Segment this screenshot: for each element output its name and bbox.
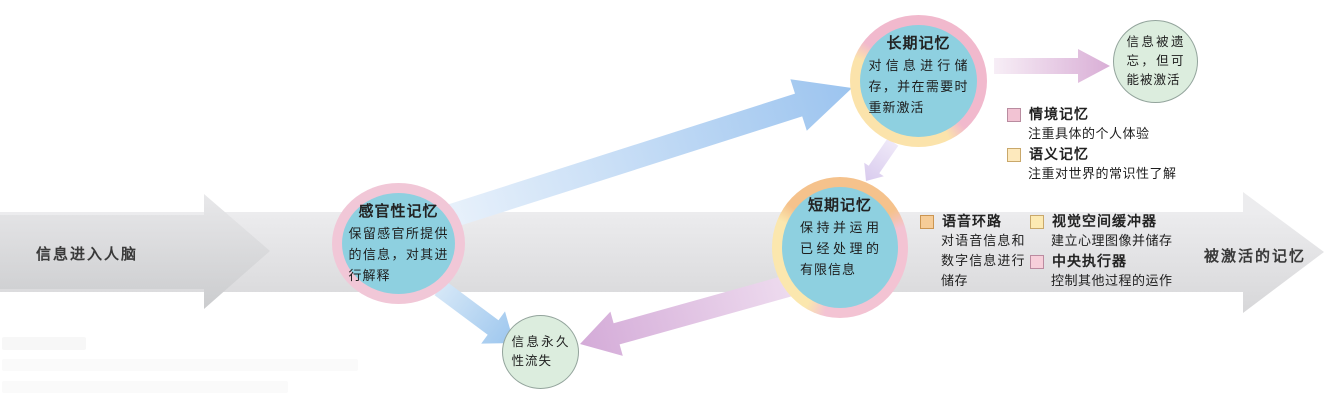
- decay-arrow: [434, 280, 514, 344]
- flow-band-arrow: [0, 192, 1324, 313]
- visuospatial-buffer-title: 视觉空间缓冲器: [1052, 213, 1157, 229]
- long-term-memory-description: 对信息进行储存，并在需要时重新激活: [868, 58, 969, 115]
- short-term-memory-description: 保持并运用已经处理的有限信息: [800, 220, 880, 277]
- forgotten-info-text: 信息被遗忘，但可能被激活: [1126, 35, 1185, 87]
- short-term-memory-title: 短期记忆: [807, 197, 872, 214]
- forgetting-arrow: [994, 49, 1110, 83]
- faded-caption-line: [2, 337, 86, 350]
- sensory-memory-node: 感官性记忆 保留感官所提供的信息，对其进行解释: [332, 183, 465, 304]
- legend-phonological-loop: 语音环路 对语音信息和数字信息进行储存: [920, 212, 1025, 291]
- forgotten-info-node: 信息被遗忘，但可能被激活: [1113, 20, 1198, 103]
- central-executive-desc: 控制其他过程的运作: [1051, 273, 1173, 288]
- ltm-stm-arrow: [864, 138, 899, 181]
- semantic-memory-desc: 注重对世界的常识性了解: [1028, 166, 1177, 181]
- input-arrow: [0, 194, 270, 309]
- short-term-memory-circle: 短期记忆 保持并运用已经处理的有限信息: [782, 187, 898, 308]
- semantic-memory-title: 语义记忆: [1029, 146, 1089, 162]
- output-arrow-label: 被激活的记忆: [1204, 248, 1307, 265]
- faded-caption-line: [2, 381, 288, 393]
- long-term-memory-circle: 长期记忆 对信息进行储存，并在需要时重新激活: [860, 25, 977, 137]
- lost-info-text: 信息永久性流失: [511, 335, 570, 368]
- long-term-memory-node: 长期记忆 对信息进行储存，并在需要时重新激活: [850, 15, 987, 147]
- legend-semantic-memory: 语义记忆 注重对世界的常识性了解: [1007, 145, 1177, 184]
- lost-info-node: 信息永久性流失: [502, 315, 579, 389]
- legend-central-executive: 中央执行器 控制其他过程的运作: [1030, 252, 1173, 291]
- central-executive-title: 中央执行器: [1052, 253, 1127, 269]
- short-term-memory-node: 短期记忆 保持并运用已经处理的有限信息: [772, 177, 908, 318]
- phonological-loop-title: 语音环路: [942, 213, 1002, 229]
- episodic-memory-title: 情境记忆: [1029, 106, 1089, 122]
- phonological-loop-desc: 对语音信息和数字信息进行储存: [941, 233, 1025, 288]
- legend-visuospatial-buffer: 视觉空间缓冲器 建立心理图像并储存: [1030, 212, 1173, 251]
- sensory-memory-description: 保留感官所提供的信息，对其进行解释: [348, 226, 449, 283]
- long-term-memory-title: 长期记忆: [886, 35, 951, 52]
- semantic-memory-swatch: [1007, 148, 1021, 162]
- sensory-memory-circle: 感官性记忆 保留感官所提供的信息，对其进行解释: [342, 193, 455, 294]
- phonological-loop-swatch: [920, 215, 934, 229]
- input-arrow-label: 信息进入人脑: [36, 246, 139, 263]
- episodic-memory-desc: 注重具体的个人体验: [1028, 126, 1150, 141]
- sensory-memory-title: 感官性记忆: [358, 203, 439, 220]
- encode-arrow: [444, 79, 852, 229]
- visuospatial-buffer-swatch: [1030, 215, 1044, 229]
- central-executive-swatch: [1030, 255, 1044, 269]
- episodic-memory-swatch: [1007, 108, 1021, 122]
- faded-caption-line: [2, 359, 358, 371]
- visuospatial-buffer-desc: 建立心理图像并储存: [1051, 233, 1173, 248]
- legend-episodic-memory: 情境记忆 注重具体的个人体验: [1007, 105, 1150, 144]
